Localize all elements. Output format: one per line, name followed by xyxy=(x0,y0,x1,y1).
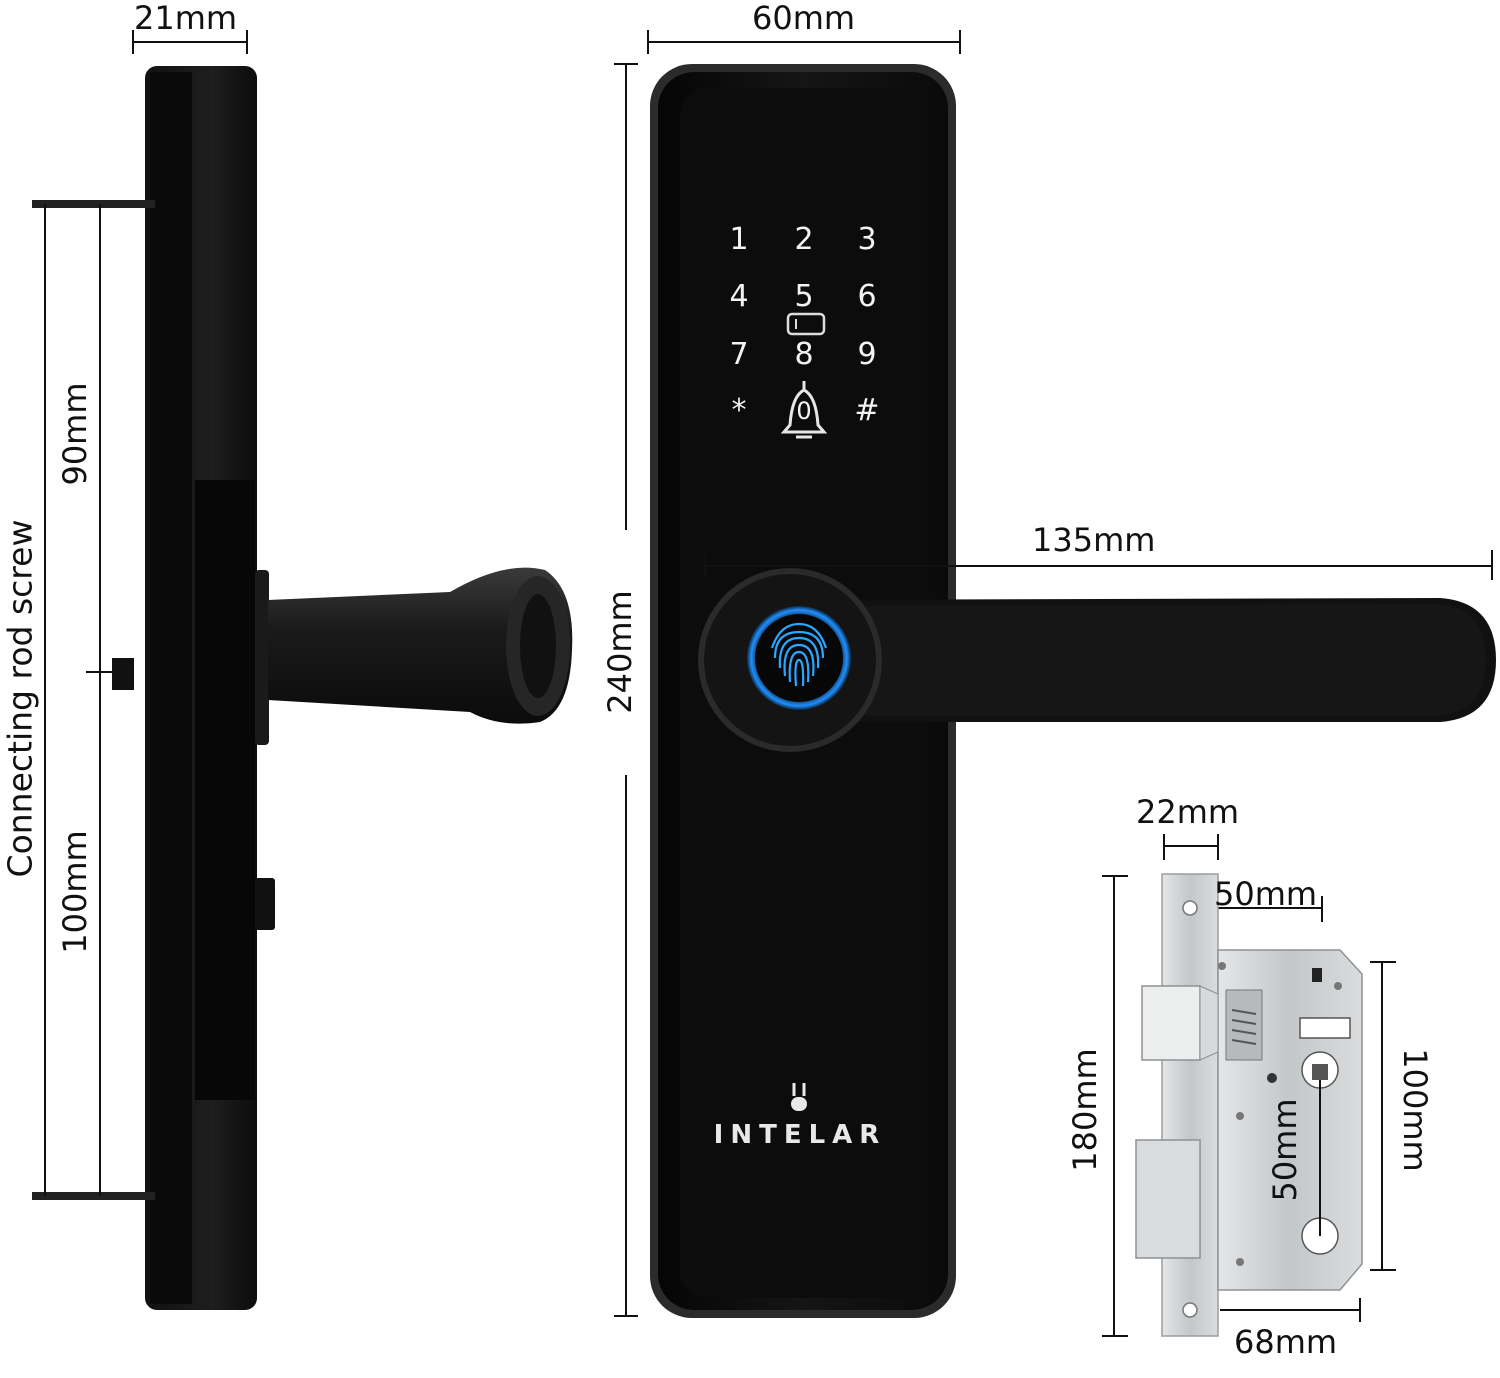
key-hash[interactable]: # xyxy=(854,393,880,428)
key-5[interactable]: 5 xyxy=(794,279,814,314)
mortise-face-width-label: 22mm xyxy=(1136,793,1240,831)
brand-logo-icon xyxy=(791,1083,807,1111)
screw-upper-label: 90mm xyxy=(56,382,94,486)
mortise-backset-label: 50mm xyxy=(1214,875,1318,913)
key-9[interactable]: 9 xyxy=(857,337,877,372)
screw-lower-label: 100mm xyxy=(56,830,94,954)
front-height-label: 240mm xyxy=(601,590,639,714)
brand-name: INTELAR xyxy=(713,1120,887,1150)
card-icon xyxy=(786,312,826,336)
side-width-label: 21mm xyxy=(134,0,238,37)
mortise-view xyxy=(1102,834,1396,1337)
side-view xyxy=(32,30,573,1310)
mortise-height-label: 180mm xyxy=(1066,1048,1104,1172)
key-6[interactable]: 6 xyxy=(857,279,877,314)
connecting-rod-screw-marker xyxy=(112,658,134,690)
fingerprint-icon xyxy=(747,606,851,710)
handle-length-label: 135mm xyxy=(1032,521,1156,559)
key-1[interactable]: 1 xyxy=(729,222,749,257)
key-4[interactable]: 4 xyxy=(729,279,749,314)
mortise-body-height-label: 100mm xyxy=(1396,1048,1434,1172)
connecting-rod-screw-label: Connecting rod screw xyxy=(0,519,40,878)
key-2[interactable]: 2 xyxy=(794,222,814,257)
key-0[interactable]: 0 xyxy=(796,397,812,425)
key-8[interactable]: 8 xyxy=(794,337,814,372)
front-view xyxy=(614,30,1496,1318)
key-7[interactable]: 7 xyxy=(729,337,749,372)
mortise-spindle-spacing-label: 50mm xyxy=(1266,1098,1304,1202)
key-3[interactable]: 3 xyxy=(857,222,877,257)
front-width-label: 60mm xyxy=(752,0,856,37)
mortise-depth-label: 68mm xyxy=(1234,1323,1338,1361)
key-star[interactable]: * xyxy=(731,393,747,428)
bell-icon xyxy=(780,381,828,439)
